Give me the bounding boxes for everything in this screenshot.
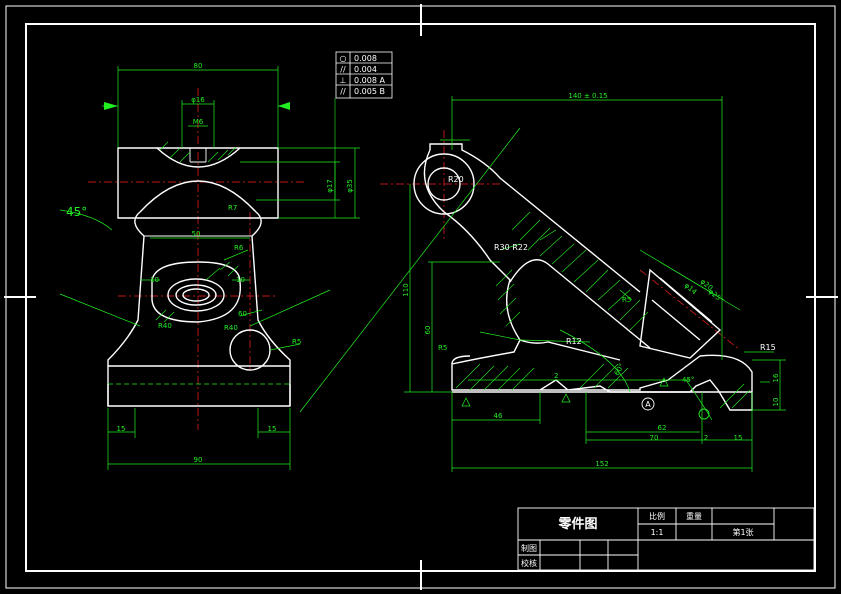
dim-r6: R6 (234, 244, 244, 252)
bore-arc-lower (139, 180, 257, 213)
datum-b-circle (698, 408, 710, 420)
sheet-label: 第1张 (732, 527, 753, 537)
dim-h-10: 10 (772, 398, 780, 407)
side-bore-inner (427, 167, 461, 201)
dim-gap-right: 10 (236, 276, 245, 284)
dim-depth-60: 60 (238, 310, 247, 318)
dim-len-46: 46 (494, 412, 503, 420)
side-view: 140 ± 0.15 60 110 R20 R30 R22 R12 R5 R5 … (299, 92, 786, 472)
tolerance-frame: ○ 0.008 // 0.004 ⊥ 0.008 A // 0.005 B (334, 51, 393, 218)
dim-r40-right: R40 (224, 324, 238, 332)
front-view: 80 φ16 M6 φ17 φ35 45° R7 50 R6 10 10 R40… (59, 62, 360, 470)
boss-hatch (155, 261, 239, 323)
side-web-line (519, 339, 621, 361)
dim-r7: R7 (228, 204, 237, 212)
dim-height-60: 60 (424, 326, 432, 335)
dim-r12: R12 (566, 337, 582, 346)
dim-r30-r22: R30 R22 (494, 243, 528, 252)
dim-foot-right: 15 (268, 425, 277, 433)
tol-symbol-4: // (340, 87, 346, 96)
tol-value-4: 0.005 B (354, 87, 385, 96)
side-hatch-arm (495, 211, 649, 331)
dim-r5: R5 (292, 338, 301, 346)
boss-ellipse-outer (167, 278, 225, 312)
dim-len-152: 152 (595, 460, 608, 468)
dim-bore-small: φ16 (191, 96, 205, 104)
drawing-title: 零件图 (557, 516, 597, 532)
dim-dia-b: φ25 (707, 287, 723, 302)
dim-base-gap: 50 (192, 230, 201, 238)
dim-r20: R20 (448, 175, 464, 184)
boss-ellipse-core (182, 288, 210, 302)
side-inner-arm (509, 259, 651, 349)
dim-angle-45: 45° (682, 376, 694, 384)
side-bore-outer (413, 153, 475, 215)
side-hatch-base (455, 363, 751, 409)
side-centerline-diag (639, 269, 741, 351)
dim-foot-left: 15 (117, 425, 126, 433)
side-flange-line-2 (651, 299, 701, 341)
side-flange-line-1 (659, 277, 713, 323)
side-flange (639, 268, 722, 359)
centering-marks (4, 4, 838, 590)
dim-gap-2: 2 (704, 434, 708, 442)
tol-value-2: 0.004 (354, 65, 377, 74)
dim-len-15: 15 (734, 434, 743, 442)
side-dim-lines (299, 96, 786, 472)
front-dim-lines (59, 66, 360, 470)
dim-gap-left: 10 (150, 276, 159, 284)
dim-front-80: 80 (194, 62, 203, 70)
thread-hole (189, 148, 207, 163)
dim-top-length: 140 ± 0.15 (568, 92, 607, 100)
dim-r15: R15 (760, 343, 776, 352)
dim-r5b: R5 (622, 296, 631, 304)
tol-value-1: 0.008 (354, 54, 377, 63)
dim-v-2: 2 (554, 372, 558, 380)
top-bore-arc (156, 147, 241, 168)
tol-value-3: 0.008 A (354, 76, 385, 85)
side-base-fillet (451, 355, 471, 365)
body-outline (107, 211, 291, 407)
surface-mark-side-3 (659, 377, 669, 387)
base-feet (107, 384, 291, 406)
dim-bore-mid: φ17 (326, 179, 334, 193)
scale-label: 比例 (649, 511, 665, 521)
boss-outline (151, 261, 241, 323)
side-top-arm (429, 143, 641, 293)
surface-mark-left (104, 102, 118, 110)
inner-border (25, 23, 816, 572)
dim-thread: M6 (193, 118, 204, 126)
dim-angle-45: 45° (66, 205, 87, 219)
tol-symbol-3: ⊥ (340, 76, 347, 85)
scale-value: 1:1 (651, 528, 664, 537)
boss-ellipse-inner (175, 284, 217, 306)
dim-h-16: 16 (772, 373, 780, 382)
checked-label: 校核 (521, 558, 537, 568)
dim-len-62: 62 (658, 424, 667, 432)
dim-r40-left: R40 (158, 322, 172, 330)
title-block: 零件图 比例 重量 1:1 第1张 制图 校核 (517, 507, 815, 571)
top-hatch (159, 141, 237, 163)
dim-r5a: R5 (438, 344, 447, 352)
weight-label: 重量 (686, 511, 702, 521)
tol-symbol-2: // (340, 65, 346, 74)
dim-height-total: 110 (402, 283, 410, 296)
surface-mark-right (278, 102, 290, 110)
dim-bore-outer: φ35 (346, 179, 354, 193)
surface-mark-side-1 (461, 397, 471, 407)
dim-len-70: 70 (650, 434, 659, 442)
drawn-label: 制图 (521, 543, 537, 553)
tol-symbol-1: ○ (340, 54, 347, 63)
datum-circle (641, 397, 655, 411)
datum-a-label: A (645, 400, 651, 409)
surface-mark-side-2 (561, 393, 571, 403)
side-outline (423, 149, 753, 411)
outer-border (5, 5, 836, 589)
dim-angle-60: 60° (613, 362, 626, 377)
dim-base-width: 90 (194, 456, 203, 464)
